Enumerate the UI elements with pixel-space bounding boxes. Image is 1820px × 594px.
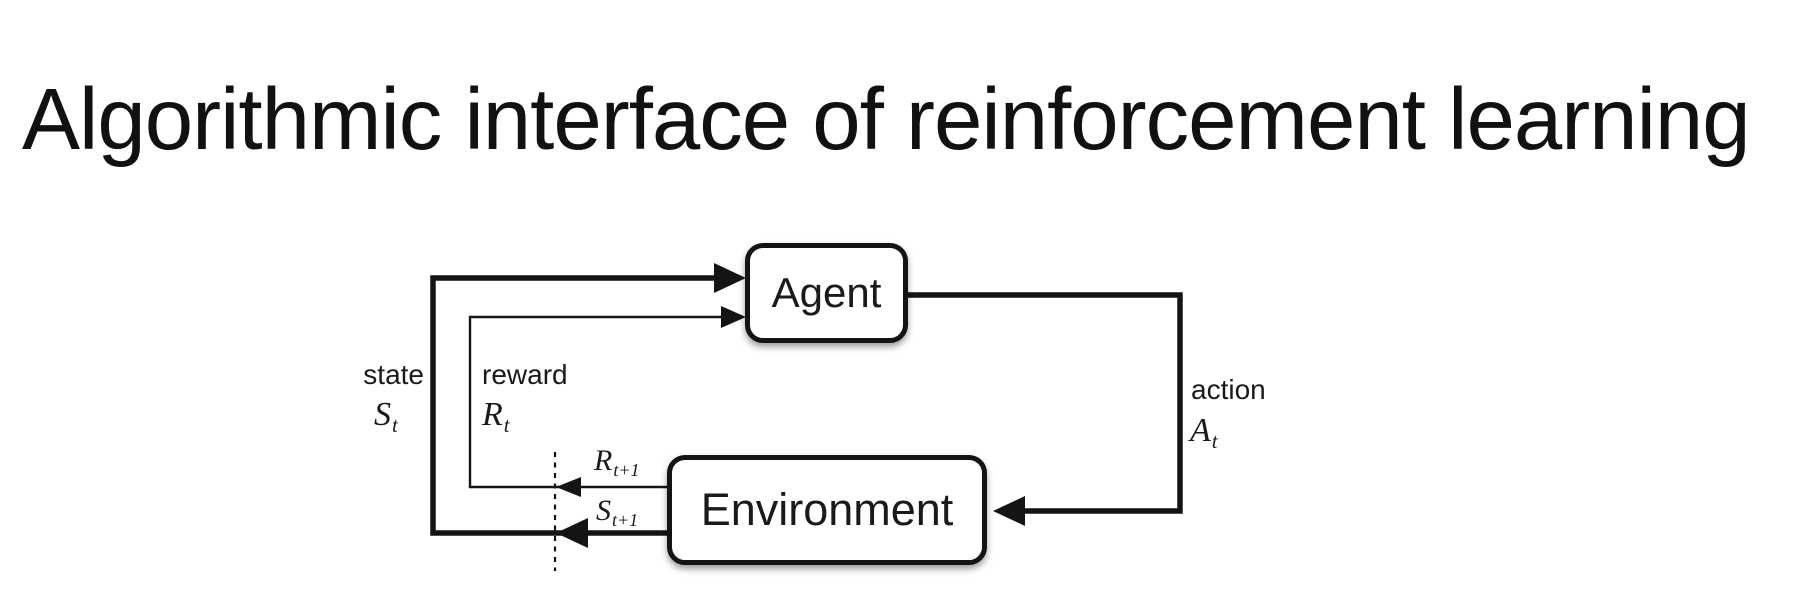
state-into-agent-arrowhead — [714, 263, 746, 293]
agent-label: Agent — [771, 269, 882, 316]
state-connector-line — [430, 275, 718, 536]
next-state-subscript: t+1 — [612, 510, 639, 531]
state-symbol-letter: S — [374, 396, 391, 433]
reward-symbol: Rt — [482, 396, 510, 436]
action-symbol-subscript: t — [1211, 429, 1218, 454]
next-state-arrowhead — [556, 518, 588, 548]
environment-label: Environment — [700, 484, 954, 535]
next-state-symbol: St+1 — [596, 494, 638, 530]
next-reward-arrowhead — [556, 477, 581, 497]
action-label: action — [1191, 374, 1266, 405]
agent-box: Agent — [745, 243, 908, 343]
reward-symbol-subscript: t — [503, 413, 510, 438]
reward-label: reward — [482, 359, 568, 390]
page-title: Algorithmic interface of reinforcement l… — [22, 71, 1751, 169]
action-into-environment-arrowhead — [993, 496, 1025, 526]
next-reward-symbol: Rt+1 — [594, 444, 639, 480]
environment-box: Environment — [667, 455, 987, 565]
action-symbol-letter: A — [1190, 412, 1211, 449]
action-connector-line — [908, 292, 1183, 514]
next-state-letter: S — [596, 494, 611, 527]
action-symbol: At — [1190, 412, 1218, 452]
state-symbol-subscript: t — [392, 413, 398, 438]
next-reward-letter: R — [594, 444, 613, 477]
next-reward-subscript: t+1 — [613, 460, 640, 481]
reward-symbol-letter: R — [482, 396, 503, 433]
state-symbol: St — [374, 396, 398, 436]
state-label: state — [363, 359, 424, 390]
reward-into-agent-arrowhead — [721, 306, 746, 328]
